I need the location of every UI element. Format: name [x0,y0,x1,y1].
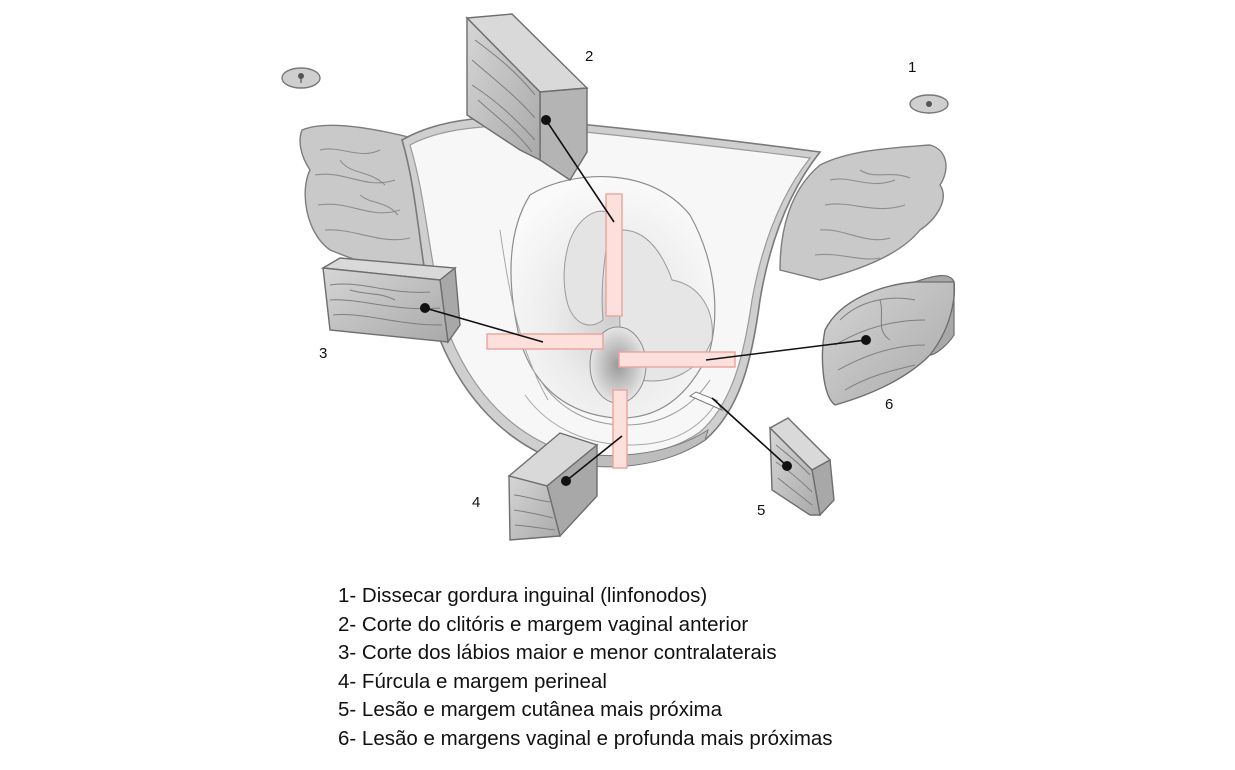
legend-item-3: 3- Corte dos lábios maior e menor contra… [338,641,777,665]
tissue-block-5 [768,417,835,517]
tissue-block-6 [821,275,956,406]
legend-item-1: 1- Dissecar gordura inguinal (linfonodos… [338,584,708,607]
marker-6: 6 [885,396,893,413]
legend-item-6: 6- Lesão e margens vaginal e profunda ma… [338,726,833,750]
legend-list: 1- Dissecar gordura inguinal (linfonodos… [338,582,833,754]
legend-item-2: 2- Corte do clitóris e margem vaginal an… [338,612,749,636]
marker-2: 2 [585,48,593,65]
inguinal-fat-right [779,144,947,281]
cut-strips [486,193,736,469]
pointer-lines [424,119,867,482]
tissue-block-3 [320,257,461,344]
tissue-block-2 [465,13,589,181]
lymph-node-left [281,67,321,89]
marker-4: 4 [472,494,480,511]
legend-item-4: 4- Fúrcula e margem perineal [338,669,607,693]
lymph-node-right [909,94,949,114]
marker-3: 3 [319,345,327,362]
marker-1: 1 [908,59,916,76]
tissue-block-4 [507,432,599,541]
pointer-dots [420,115,871,486]
marker-5: 5 [757,502,765,519]
legend-item-5: 5- Lesão e margem cutânea mais próxima [338,698,722,722]
